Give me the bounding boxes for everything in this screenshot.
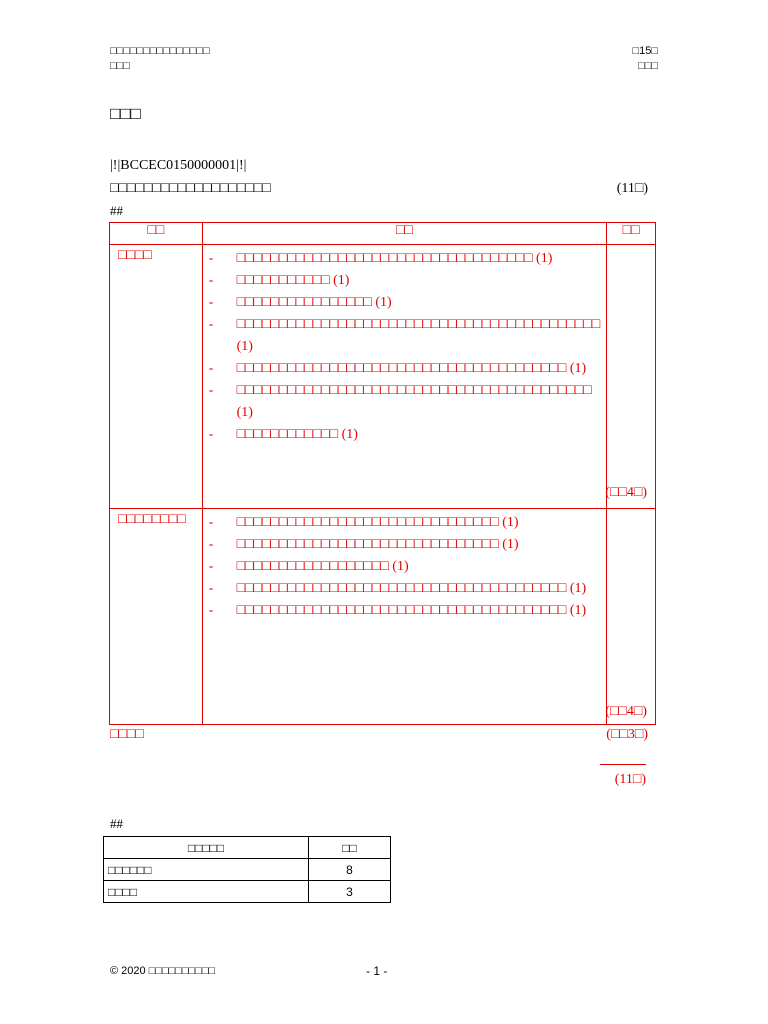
category-cell: □□□□: [109, 244, 203, 509]
points-cell: □□□□□□□□□□□□□□□□□□□□□□□□□□□□□□□□□□□ (1) …: [201, 244, 608, 509]
separator-marker: ##: [110, 203, 123, 218]
table-header-cell: □□: [606, 222, 656, 245]
list-item: □□□□□□□□□□□□□□□□□□□□□□□□□□□□□□□□□□□□□□□ …: [203, 578, 607, 600]
points-cell: □□□□□□□□□□□□□□□□□□□□□□□□□□□□□□□ (1) □□□□…: [201, 508, 608, 725]
header-page-count: □15□: [632, 45, 658, 57]
table-row: □□□□ □□□□□□□□□□□□□□□□□□□□□□□□□□□□□□□□□□□…: [109, 244, 656, 509]
summary-label-cell: □□□□: [103, 880, 309, 903]
overall-row: □□□□ (□□3□): [110, 727, 648, 743]
table-header-cell: □□: [201, 222, 608, 245]
separator-marker: ##: [110, 816, 123, 831]
question-text: □□□□□□□□□□□□□□□□□□□: [110, 181, 271, 196]
subtotal-marks: (□□4□): [605, 485, 647, 500]
list-item: □□□□□□□□□□□□□□□□ (1): [203, 292, 607, 314]
header-left: □□□□□□□□□□□□□□□ □□□: [110, 44, 210, 74]
list-item: □□□□□□□□□□□□□□□□□□□□□□□□□□□□□□□□□□□□□□□ …: [203, 600, 607, 622]
list-item: □□□□□□□□□□□ (1): [203, 270, 607, 292]
table-row: □□□□□□□□ □□□□□□□□□□□□□□□□□□□□□□□□□□□□□□□…: [109, 508, 656, 725]
category-cell: □□□□□□□□: [109, 508, 203, 725]
overall-label: □□□□: [110, 727, 144, 742]
summary-value-cell: 8: [308, 858, 391, 881]
points-list: □□□□□□□□□□□□□□□□□□□□□□□□□□□□□□□□□□□ (1) …: [203, 245, 607, 446]
list-item: □□□□□□□□□□□□□□□□□□ (1): [203, 556, 607, 578]
overall-marks: (□□3□): [606, 727, 648, 742]
question-marks: (11□): [616, 181, 648, 196]
header-exam-subtitle: □□□: [110, 60, 130, 72]
list-item: □□□□□□□□□□□□□□□□□□□□□□□□□□□□□□□ (1): [203, 512, 607, 534]
marks-cell: (□□4□): [605, 244, 656, 509]
list-item: □□□□□□□□□□□□□□□□□□□□□□□□□□□□□□□□□□□ (1): [203, 248, 607, 270]
marks-cell: (□□4□): [605, 508, 656, 725]
summary-label-cell: □□□□□□: [103, 858, 309, 881]
list-item: □□□□□□□□□□□□ (1): [203, 424, 607, 446]
table-header-cell: □□: [109, 222, 203, 245]
table-row: □□□□□□ 8: [103, 858, 391, 881]
summary-value-cell: 3: [308, 880, 391, 903]
list-item: □□□□□□□□□□□□□□□□□□□□□□□□□□□□□□□□□□□□□□□ …: [203, 358, 607, 380]
header-page-label: □□□: [638, 60, 658, 72]
list-item: □□□□□□□□□□□□□□□□□□□□□□□□□□□□□□□□□□□□□□□□…: [203, 380, 607, 424]
list-item: □□□□□□□□□□□□□□□□□□□□□□□□□□□□□□□ (1): [203, 534, 607, 556]
summary-header-cell: □□□□□: [103, 836, 309, 859]
table-header-row: □□ □□ □□: [109, 222, 656, 245]
points-list: □□□□□□□□□□□□□□□□□□□□□□□□□□□□□□□ (1) □□□□…: [203, 509, 607, 622]
marking-scheme-table: □□ □□ □□ □□□□ □□□□□□□□□□□□□□□□□□□□□□□□□□…: [109, 222, 656, 725]
footer-copyright: © 2020 □□□□□□□□□□: [110, 965, 216, 977]
list-item: □□□□□□□□□□□□□□□□□□□□□□□□□□□□□□□□□□□□□□□□…: [203, 314, 607, 358]
summary-header-cell: □□: [308, 836, 391, 859]
table-header-row: □□□□□ □□: [103, 836, 391, 859]
subtotal-marks: (□□4□): [605, 704, 647, 719]
question-id: |!|BCCEC0150000001|!|: [110, 158, 247, 173]
footer-page-number: - 1 -: [366, 964, 388, 978]
question-line: □□□□□□□□□□□□□□□□□□□ (11□): [110, 181, 648, 197]
summary-table: □□□□□ □□ □□□□□□ 8 □□□□ 3: [103, 836, 391, 903]
section-title: □□□: [110, 104, 141, 123]
header-right: □15□ □□□: [632, 44, 658, 74]
total-divider: [600, 764, 646, 765]
total-marks: (11□): [614, 772, 646, 787]
header-exam-title: □□□□□□□□□□□□□□□: [110, 45, 210, 57]
table-row: □□□□ 3: [103, 880, 391, 903]
